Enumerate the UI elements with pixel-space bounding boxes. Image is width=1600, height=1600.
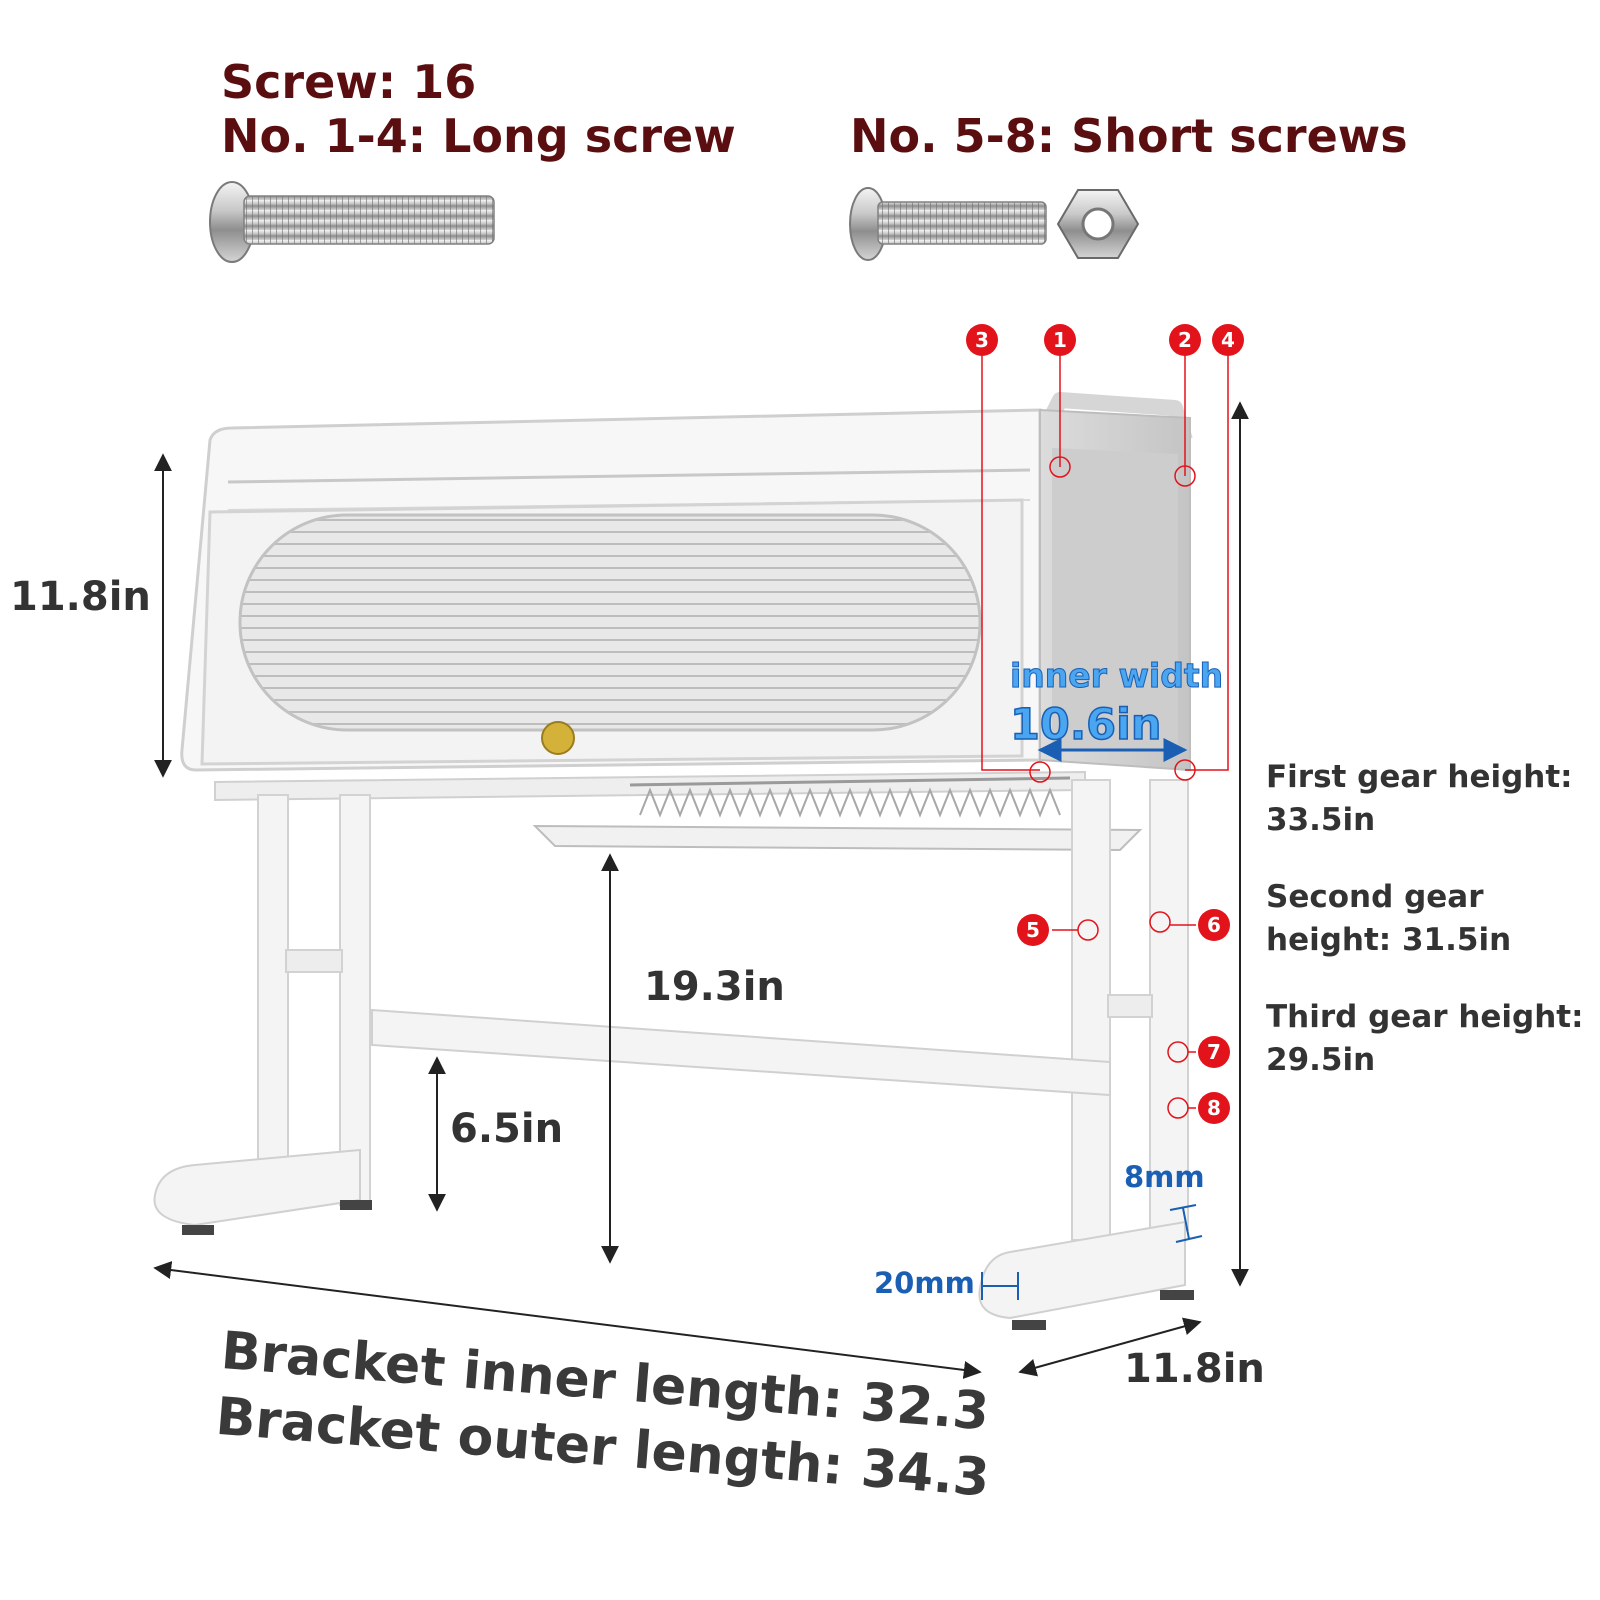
screw-count-label: Screw: 16 [221,55,477,109]
screw-markers: 3 1 2 4 5 6 7 8 [966,324,1244,1124]
screw-marker-4: 4 [1212,324,1244,356]
svg-text:1: 1 [1053,328,1067,352]
hex-nut-icon [1056,189,1140,259]
long-screw-icon [209,181,495,263]
screw-marker-6: 6 [1198,909,1230,941]
screw-leader-lines [981,355,1229,1119]
screw-marker-3: 3 [966,324,998,356]
third-gear-line1: Third gear height: [1266,999,1584,1035]
svg-text:4: 4 [1221,328,1235,352]
long-screw-label: No. 1-4: Long screw [221,109,736,163]
screw-marker-2: 2 [1169,324,1201,356]
inner-width-label: inner width [1009,656,1224,696]
screw-marker-5: 5 [1017,914,1049,946]
cabinet-height-label: 11.8in [10,574,151,620]
left-leg [153,794,372,1235]
third-gear-line2: 29.5in [1266,1042,1376,1078]
second-gear-line2: height: 31.5in [1266,922,1512,958]
dimension-lines [153,401,1249,1379]
third-gear-height: Third gear height: 29.5in [1266,996,1584,1082]
screw-marker-7: 7 [1198,1036,1230,1068]
svg-text:3: 3 [975,328,989,352]
svg-text:5: 5 [1026,918,1040,942]
tube-thickness-label: 8mm [1124,1160,1205,1194]
bar-height-label: 6.5in [450,1106,564,1152]
svg-text:2: 2 [1178,328,1192,352]
screw-marker-8: 8 [1198,1092,1230,1124]
cross-bar [371,1008,1111,1097]
foot-width-label: 20mm [874,1266,975,1300]
dish-rack [532,776,1143,852]
second-gear-height: Second gear height: 31.5in [1266,876,1511,962]
first-gear-height: First gear height: 33.5in [1266,756,1573,842]
svg-text:7: 7 [1207,1040,1221,1064]
short-screw-icon [849,187,1047,261]
svg-text:8: 8 [1207,1096,1221,1120]
screw-marker-1: 1 [1044,324,1076,356]
short-screws-label: No. 5-8: Short screws [850,109,1408,163]
inner-width-value: 10.6in [1009,699,1162,751]
first-gear-line1: First gear height: [1266,759,1573,795]
first-gear-line2: 33.5in [1266,802,1376,838]
right-leg [978,779,1194,1330]
svg-text:6: 6 [1207,913,1221,937]
depth-label: 11.8in [1124,1346,1265,1392]
shelf-clearance-label: 19.3in [644,964,785,1010]
second-gear-line1: Second gear [1266,879,1484,915]
cabinet [180,392,1193,802]
